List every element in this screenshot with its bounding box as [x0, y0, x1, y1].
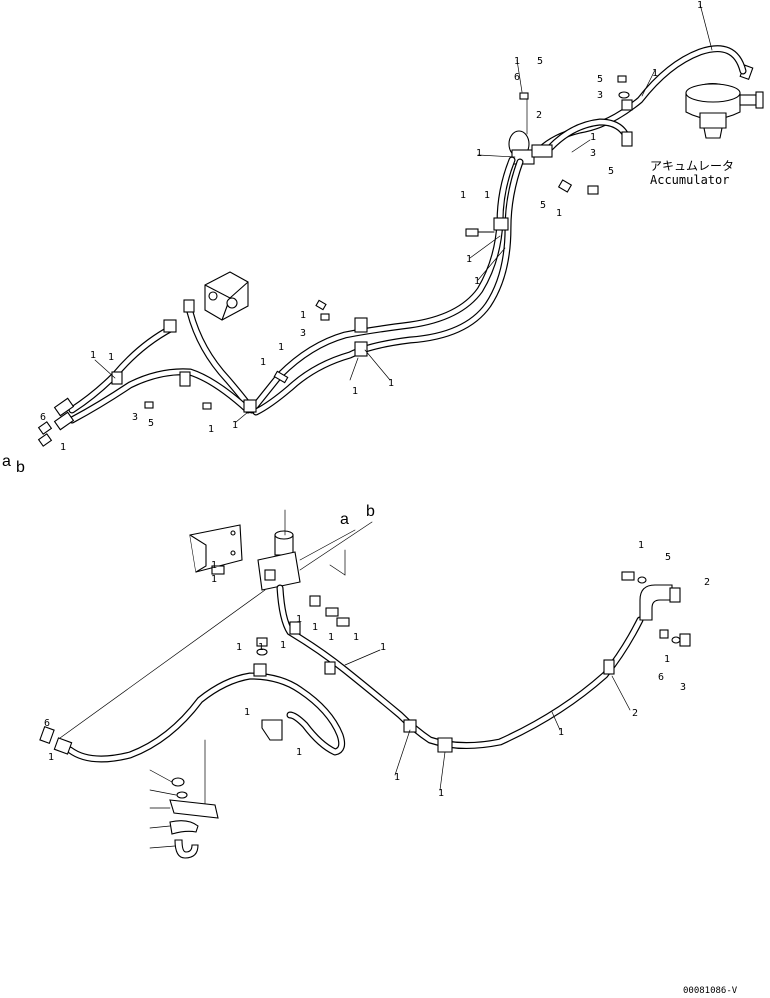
callout-5: 5 — [148, 418, 154, 429]
callout-3: 3 — [132, 412, 138, 423]
callout-1: 1 — [514, 56, 520, 67]
callout-1: 1 — [244, 707, 250, 718]
callout-1: 1 — [236, 642, 242, 653]
left-hoses — [68, 299, 257, 424]
valve-block-upper — [204, 271, 249, 321]
upper-leaders — [94, 3, 713, 423]
upper-assembly: アキュムレータ Accumulator — [2, 0, 764, 476]
callout-6: 6 — [44, 718, 50, 729]
callout-5: 5 — [597, 74, 603, 85]
callout-1: 1 — [260, 357, 266, 368]
callout-1: 1 — [108, 352, 114, 363]
callout-1: 1 — [664, 654, 670, 665]
lower-parts-stack — [169, 739, 219, 859]
callout-1: 1 — [590, 132, 596, 143]
lower-right-hose — [276, 584, 644, 753]
callout-1: 1 — [476, 148, 482, 159]
callout-1: 1 — [474, 276, 480, 287]
accumulator-label-en: Accumulator — [650, 173, 729, 187]
callout-1: 1 — [638, 540, 644, 551]
callout-1: 1 — [280, 640, 286, 651]
callout-1: 1 — [380, 642, 386, 653]
port-label-b-lower: b — [366, 503, 375, 520]
callout-1: 1 — [48, 752, 54, 763]
callout-1: 1 — [312, 622, 318, 633]
accumulator-label-jp: アキュムレータ — [650, 159, 734, 173]
lower-callouts: 1 1 1 1 1 1 1 1 1 1 1 1 1 1 1 2 1 5 2 1 … — [44, 540, 710, 799]
callout-1: 1 — [460, 190, 466, 201]
lower-left-hose — [39, 637, 346, 763]
callout-5: 5 — [665, 552, 671, 563]
callout-1: 1 — [296, 747, 302, 758]
callout-6: 6 — [40, 412, 46, 423]
callout-1: 1 — [353, 632, 359, 643]
callout-6: 6 — [514, 72, 520, 83]
callout-1: 1 — [232, 420, 238, 431]
callout-1: 1 — [211, 560, 217, 571]
callout-1: 1 — [208, 424, 214, 435]
callout-1: 1 — [558, 727, 564, 738]
callout-3: 3 — [590, 148, 596, 159]
callout-1: 1 — [484, 190, 490, 201]
callout-1: 1 — [90, 350, 96, 361]
callout-1: 1 — [438, 788, 444, 799]
callout-6: 6 — [658, 672, 664, 683]
mounting-plate — [189, 524, 243, 573]
port-label-b-upper: b — [16, 459, 25, 476]
callout-3: 3 — [300, 328, 306, 339]
lower-assembly: a b — [39, 503, 710, 859]
port-label-a-lower: a — [340, 511, 349, 528]
callout-2: 2 — [704, 577, 710, 588]
upper-bolts — [144, 75, 630, 410]
callout-2: 2 — [536, 110, 542, 121]
center-manifold — [508, 97, 553, 165]
callout-5: 5 — [537, 56, 543, 67]
callout-1: 1 — [60, 442, 66, 453]
callout-1: 1 — [296, 614, 302, 625]
lower-leaders — [59, 509, 631, 849]
callout-1: 1 — [388, 378, 394, 389]
left-fittings: a b — [2, 397, 75, 476]
lower-right-fitting — [621, 571, 691, 647]
accumulator: アキュムレータ Accumulator — [650, 64, 764, 187]
callout-1: 1 — [466, 254, 472, 265]
callout-1: 1 — [352, 386, 358, 397]
callout-5: 5 — [540, 200, 546, 211]
callout-2: 2 — [632, 708, 638, 719]
callout-3: 3 — [680, 682, 686, 693]
callout-1: 1 — [300, 310, 306, 321]
port-label-a-upper: a — [2, 453, 11, 470]
callout-5: 5 — [608, 166, 614, 177]
callout-1: 1 — [328, 632, 334, 643]
callout-1: 1 — [652, 68, 658, 79]
lower-valve-fittings — [211, 565, 350, 627]
callout-3: 3 — [597, 90, 603, 101]
callout-1: 1 — [697, 0, 703, 11]
callout-1: 1 — [211, 574, 217, 585]
callout-1: 1 — [258, 642, 264, 653]
callout-1: 1 — [394, 772, 400, 783]
accumulator-hose — [536, 45, 747, 154]
drawing-number: 00081086-V — [683, 986, 738, 996]
upper-callouts: 1 1 5 3 1 5 6 2 1 1 3 5 5 1 1 1 1 1 1 3 … — [40, 0, 703, 453]
callout-1: 1 — [278, 342, 284, 353]
pilot-valve — [257, 530, 346, 591]
callout-1: 1 — [556, 208, 562, 219]
